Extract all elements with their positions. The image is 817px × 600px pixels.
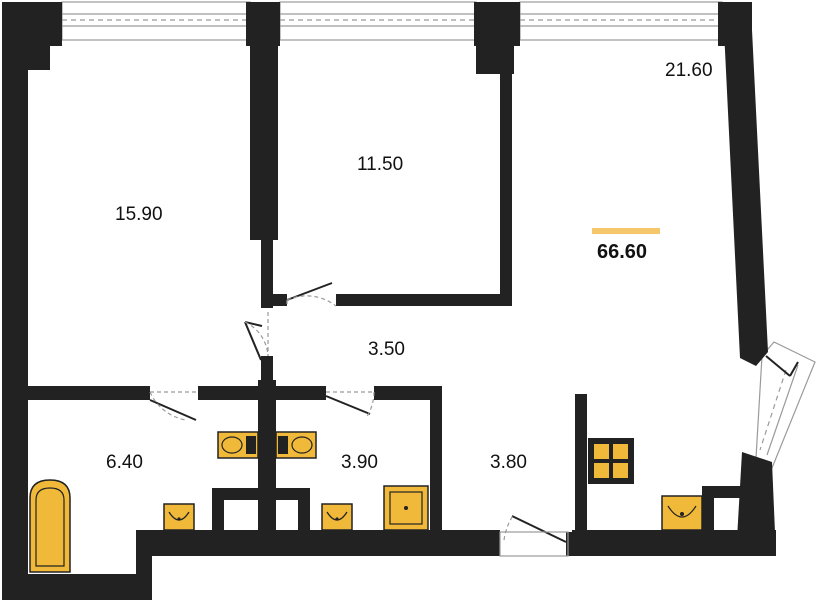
wall-shaft-left-side — [212, 488, 224, 532]
toilet-icon — [275, 431, 317, 459]
wall-outer-left — [2, 2, 28, 600]
wall-corner-notch — [28, 46, 50, 70]
room-area-living: 21.60 — [665, 60, 713, 81]
door-toilet[interactable] — [325, 391, 375, 419]
door-bedroom-small[interactable] — [286, 282, 337, 307]
sink-icon — [321, 503, 353, 531]
room-area-corridor: 3.50 — [368, 339, 405, 360]
wall-toilet-right — [430, 386, 442, 532]
wall-shaft-right-side — [298, 488, 310, 532]
door-entrance[interactable] — [499, 513, 569, 557]
wall-bedroom-small-bottom — [336, 294, 512, 306]
room-area-bedroom-large: 15.90 — [115, 204, 163, 225]
kitchen-sink-icon — [661, 495, 703, 531]
doors — [149, 282, 799, 557]
toilet-icon — [217, 431, 259, 459]
wall-pier-1 — [246, 2, 280, 46]
fixtures — [29, 431, 703, 573]
wall-door-jamb — [566, 532, 576, 556]
wall-niche-side — [702, 486, 714, 532]
total-area-label: 66.60 — [597, 241, 647, 263]
room-area-bathroom: 6.40 — [106, 452, 143, 473]
room-area-bedroom-small: 11.50 — [357, 154, 403, 175]
wall-pier-2-lower — [476, 46, 514, 74]
door-bathroom[interactable] — [149, 391, 198, 421]
window-bedroom-large — [61, 1, 251, 41]
room-area-toilet: 3.90 — [341, 452, 378, 473]
wall-bath-top-left — [28, 386, 150, 400]
wall-outer-bottom-right — [572, 530, 776, 556]
window-living — [519, 1, 723, 41]
wall-outer-bottom-left — [2, 530, 500, 600]
wall-partition-bedrooms-lower — [261, 236, 273, 308]
wall-kitchen-stub — [575, 394, 587, 534]
wall-shaft-left — [212, 488, 262, 500]
wall-bedroom-small-bottom-left — [261, 294, 287, 306]
door-bay-balcony[interactable] — [765, 355, 799, 377]
door-bedroom-large[interactable] — [244, 312, 269, 361]
stove-icon — [588, 438, 634, 484]
wall-bath-divider — [258, 380, 276, 532]
room-area-hall: 3.80 — [490, 452, 527, 473]
wall-bath-top-right — [374, 386, 442, 400]
walls — [2, 2, 776, 600]
wall-partition-bedrooms — [250, 44, 278, 240]
window-bay — [755, 341, 816, 469]
wall-outer-right — [724, 30, 768, 366]
wall-pier-2 — [474, 2, 520, 46]
sink-icon — [163, 503, 195, 531]
bathtub-icon — [29, 479, 71, 573]
wall-pier-left — [28, 2, 62, 46]
wall-bedroom-small-right — [500, 70, 512, 306]
window-bedroom-small — [279, 1, 477, 41]
total-area-underline — [592, 228, 660, 234]
shower-tray-icon — [383, 485, 429, 531]
